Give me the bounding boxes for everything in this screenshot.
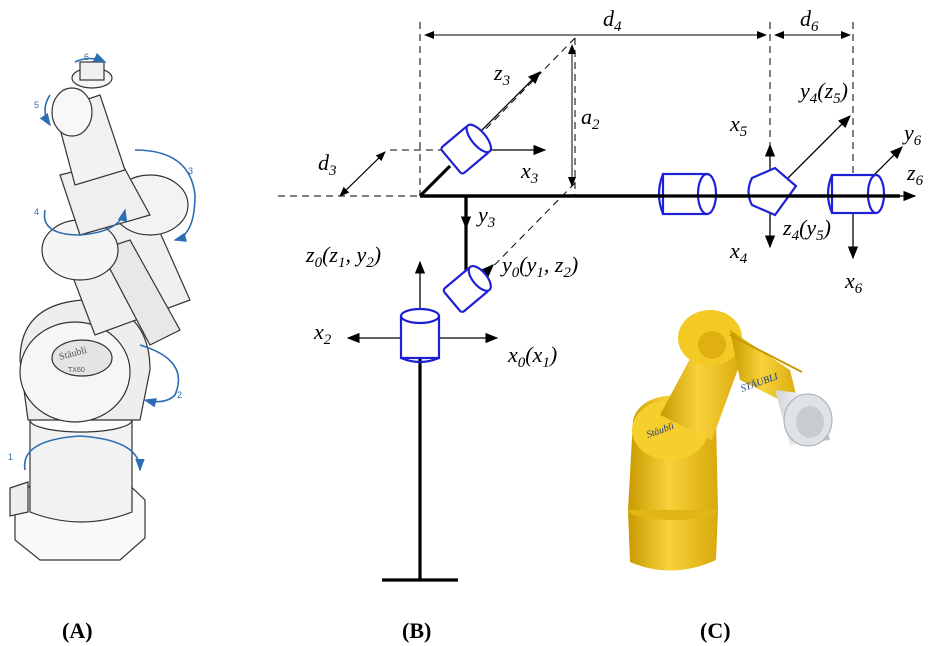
axis-label-y6: y6	[902, 120, 922, 149]
panel-label-c: (C)	[700, 618, 731, 643]
svg-text:TX60: TX60	[68, 367, 85, 374]
axis-label-x6: x6	[844, 268, 863, 297]
axis-label-x5: x5	[729, 111, 748, 140]
dim-label-d6: d6	[800, 6, 819, 35]
joint-3-cylinder	[440, 123, 493, 175]
dim-label-a2: a2	[581, 104, 600, 133]
joint-6-cylinder	[826, 173, 886, 215]
panel-label-b: (B)	[402, 618, 431, 643]
axis-label-z3: z3	[493, 60, 510, 89]
axis-label-x0: x0(x1)	[507, 342, 557, 371]
joint-1-cylinder	[399, 307, 441, 364]
joint-2-cylinder	[442, 264, 492, 313]
joint-4-cylinder	[657, 172, 718, 216]
joint-rotation-arrows	[23, 52, 196, 472]
panel-label-a: (A)	[62, 618, 93, 643]
axis-label-x4: x4	[729, 238, 748, 267]
axis-label-y0: y0(y1, z2)	[500, 252, 578, 281]
robot-line-drawing: Stäubli TX60	[9, 61, 191, 561]
axis-label-x2: x2	[313, 319, 332, 348]
axis-label-y3: y3	[476, 202, 495, 231]
joint-number-6: 6	[84, 52, 89, 62]
axis-label-x3: x3	[520, 158, 538, 187]
joint-number-4: 4	[34, 207, 39, 217]
joint-5-cylinder	[747, 166, 798, 217]
joint-number-3: 3	[188, 166, 193, 176]
dim-label-d3: d3	[318, 150, 337, 179]
axis-label-y4: y4(z5)	[798, 78, 848, 107]
joint-number-1: 1	[8, 452, 13, 462]
axis-label-z6: z6	[906, 160, 924, 189]
axis-label-z0: z0(z1, y2)	[305, 242, 381, 271]
joint-number-labels: 1 2 3 4 5 6	[8, 52, 193, 462]
kinematic-diagram: d4 d6 a2 d3 z3 x3 y3 z0(z1, y2) y0(y1, z…	[278, 6, 924, 582]
yellow-robot-photo: Stäubli STÄUBLI	[628, 310, 833, 571]
dim-label-d4: d4	[603, 6, 622, 35]
joint-number-5: 5	[34, 100, 39, 110]
axis-label-z4: z4(y5)	[782, 215, 831, 244]
joint-number-2: 2	[177, 390, 182, 400]
